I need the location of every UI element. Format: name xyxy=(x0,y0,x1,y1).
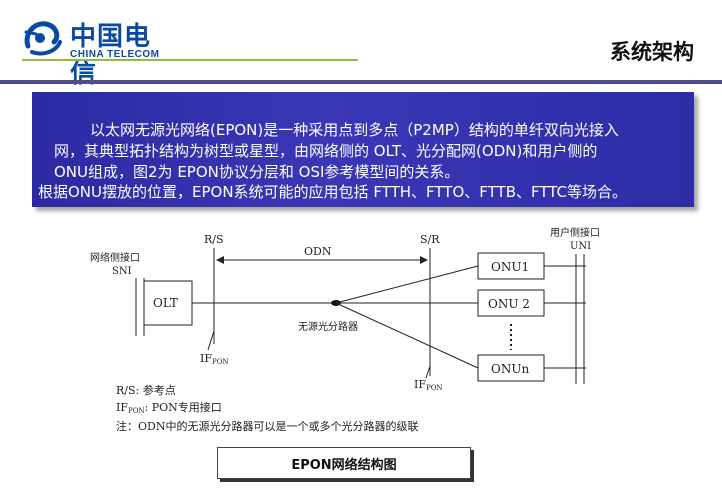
splitter-label: 无源光分路器 xyxy=(298,320,358,333)
ifpon-label-onu: IFPON xyxy=(414,378,443,392)
legend-rs: R/S: 参考点 xyxy=(116,383,176,397)
intro-line-3: ONU组成，图2为 EPON协议分层和 OSI参考模型间的关系。 xyxy=(54,163,460,181)
intro-line-1: 以太网无源光网络(EPON)是一种采用点到多点（P2MP）结构的单纤双向光接入 xyxy=(90,121,619,139)
china-telecom-logo: 中国电信 CHINA TELECOM xyxy=(20,16,170,89)
sni-label-cn: 网络侧接口 xyxy=(90,251,140,264)
ifpon-pointer xyxy=(425,365,431,379)
logo-english-text: CHINA TELECOM xyxy=(70,49,160,60)
intro-line-4: 根据ONU摆放的位置，EPON系统可能的应用包括 FTTH、FTTO、FTTB、… xyxy=(38,183,628,201)
sr-label: S/R xyxy=(420,233,440,246)
onu2-label: ONU 2 xyxy=(488,297,530,311)
uni-label-en: UNI xyxy=(570,241,591,252)
intro-line-2: 网，其典型拓扑结构为树型或星型，由网络侧的 OLT、光分配网(ODN)和用户侧的 xyxy=(54,142,598,160)
figure-caption: EPON网络结构图 xyxy=(217,447,471,479)
epon-network-diagram: 网络侧接口 SNI 用户侧接口 UNI R/S S/R ODN OLT 无源光分… xyxy=(90,226,600,433)
olt-label: OLT xyxy=(153,296,178,310)
page-title: 系统架构 xyxy=(610,39,694,64)
odn-label: ODN xyxy=(304,245,332,258)
splitter-to-onun-fiber xyxy=(335,302,479,369)
ifpon-pointer xyxy=(207,330,215,351)
sni-label-en: SNI xyxy=(112,266,132,277)
intro-text-box: 以太网无源光网络(EPON)是一种采用点到多点（P2MP）结构的单纤双向光接入 … xyxy=(32,92,694,207)
logo-chinese-text: 中国电信 xyxy=(70,22,152,89)
legend-ifpon: IFPON: PON专用接口 xyxy=(116,400,222,415)
header-underline xyxy=(22,59,358,61)
olt-box xyxy=(143,280,193,326)
uni-label-cn: 用户侧接口 xyxy=(550,226,600,239)
header-bar xyxy=(0,80,722,84)
legend-note: 注：ODN中的无源光分路器可以是一个或多个光分路器的级联 xyxy=(116,419,418,433)
onu1-label: ONU1 xyxy=(491,260,529,274)
onun-label: ONUn xyxy=(491,362,529,376)
splitter-to-onu1-fiber xyxy=(335,265,479,304)
china-telecom-emblem-icon xyxy=(24,21,62,56)
rs-label: R/S xyxy=(204,233,224,246)
ifpon-label-olt: IFPON xyxy=(200,352,229,366)
